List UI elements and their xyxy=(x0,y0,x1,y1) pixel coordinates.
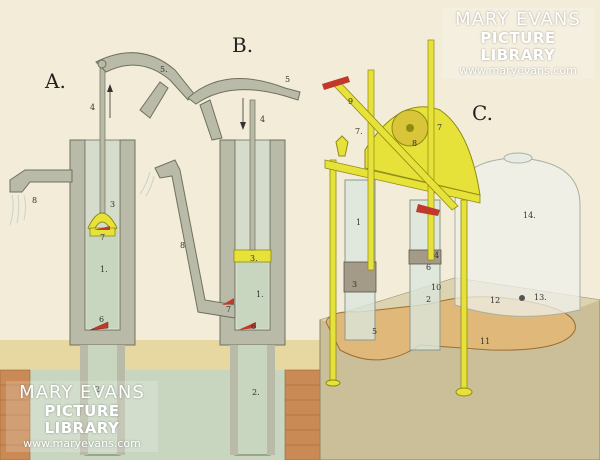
watermark-line-3: www.maryevans.com xyxy=(23,437,141,450)
pump-b-num-7: 7 xyxy=(226,305,231,314)
app-c-num-1: 1 xyxy=(356,218,361,227)
pump-a-num-8: 8 xyxy=(32,196,37,205)
pump-b-num-8: 8 xyxy=(180,241,185,250)
pump-a-num-5: 5. xyxy=(160,65,168,74)
app-c-num-13: 13. xyxy=(534,293,547,302)
pump-b-num-5: 5 xyxy=(285,75,290,84)
pump-a xyxy=(9,52,196,456)
app-c-num-7b: 7 xyxy=(437,123,442,132)
app-c-num-12: 12 xyxy=(490,296,500,305)
pump-a-num-6: 6 xyxy=(99,315,104,324)
pump-a-num-4: 4 xyxy=(90,103,95,112)
pump-a-num-1: 1. xyxy=(100,265,108,274)
app-c-num-3: 3 xyxy=(352,280,357,289)
label-c: C. xyxy=(472,101,493,125)
pump-b-num-6: 6 xyxy=(251,322,256,331)
app-c-num-6: 6 xyxy=(426,263,431,272)
app-c-num-8: 8 xyxy=(412,139,417,148)
watermark-line-1: MARY EVANS xyxy=(455,9,581,30)
app-c-num-7a: 7. xyxy=(355,127,363,136)
watermark-bottom-left: MARY EVANS PICTURE LIBRARY www.maryevans… xyxy=(6,381,158,452)
pump-b-num-2: 2. xyxy=(252,388,260,397)
watermark-line-2: PICTURE LIBRARY xyxy=(480,29,556,64)
watermark-top-right: MARY EVANS PICTURE LIBRARY www.maryevans… xyxy=(442,8,594,79)
pump-a-num-7: 7 xyxy=(100,233,105,242)
label-a: A. xyxy=(44,69,66,93)
pump-b-num-3: 3. xyxy=(250,254,258,263)
label-b: B. xyxy=(232,33,253,57)
brick-wall-right xyxy=(284,369,321,460)
brick-wall-left xyxy=(0,369,31,460)
pump-b xyxy=(139,78,301,456)
app-c-num-2: 2 xyxy=(426,295,431,304)
app-c-num-4: 4 xyxy=(434,251,439,260)
app-c-num-10: 10 xyxy=(431,283,441,292)
watermark-line-1: MARY EVANS xyxy=(19,382,145,403)
app-c-num-14: 14. xyxy=(523,211,536,220)
app-c-num-9: 9 xyxy=(348,97,353,106)
pump-a-num-2: 2. xyxy=(95,385,103,394)
pump-a-num-3: 3 xyxy=(110,200,115,209)
pump-b-num-4: 4 xyxy=(260,115,265,124)
pump-b-num-1: 1. xyxy=(256,290,264,299)
app-c-num-5: 5 xyxy=(372,327,377,336)
watermark-line-2: PICTURE LIBRARY xyxy=(44,402,120,437)
watermark-line-3: www.maryevans.com xyxy=(459,64,577,77)
apparatus-c xyxy=(319,39,600,460)
app-c-num-11: 11 xyxy=(480,337,490,346)
